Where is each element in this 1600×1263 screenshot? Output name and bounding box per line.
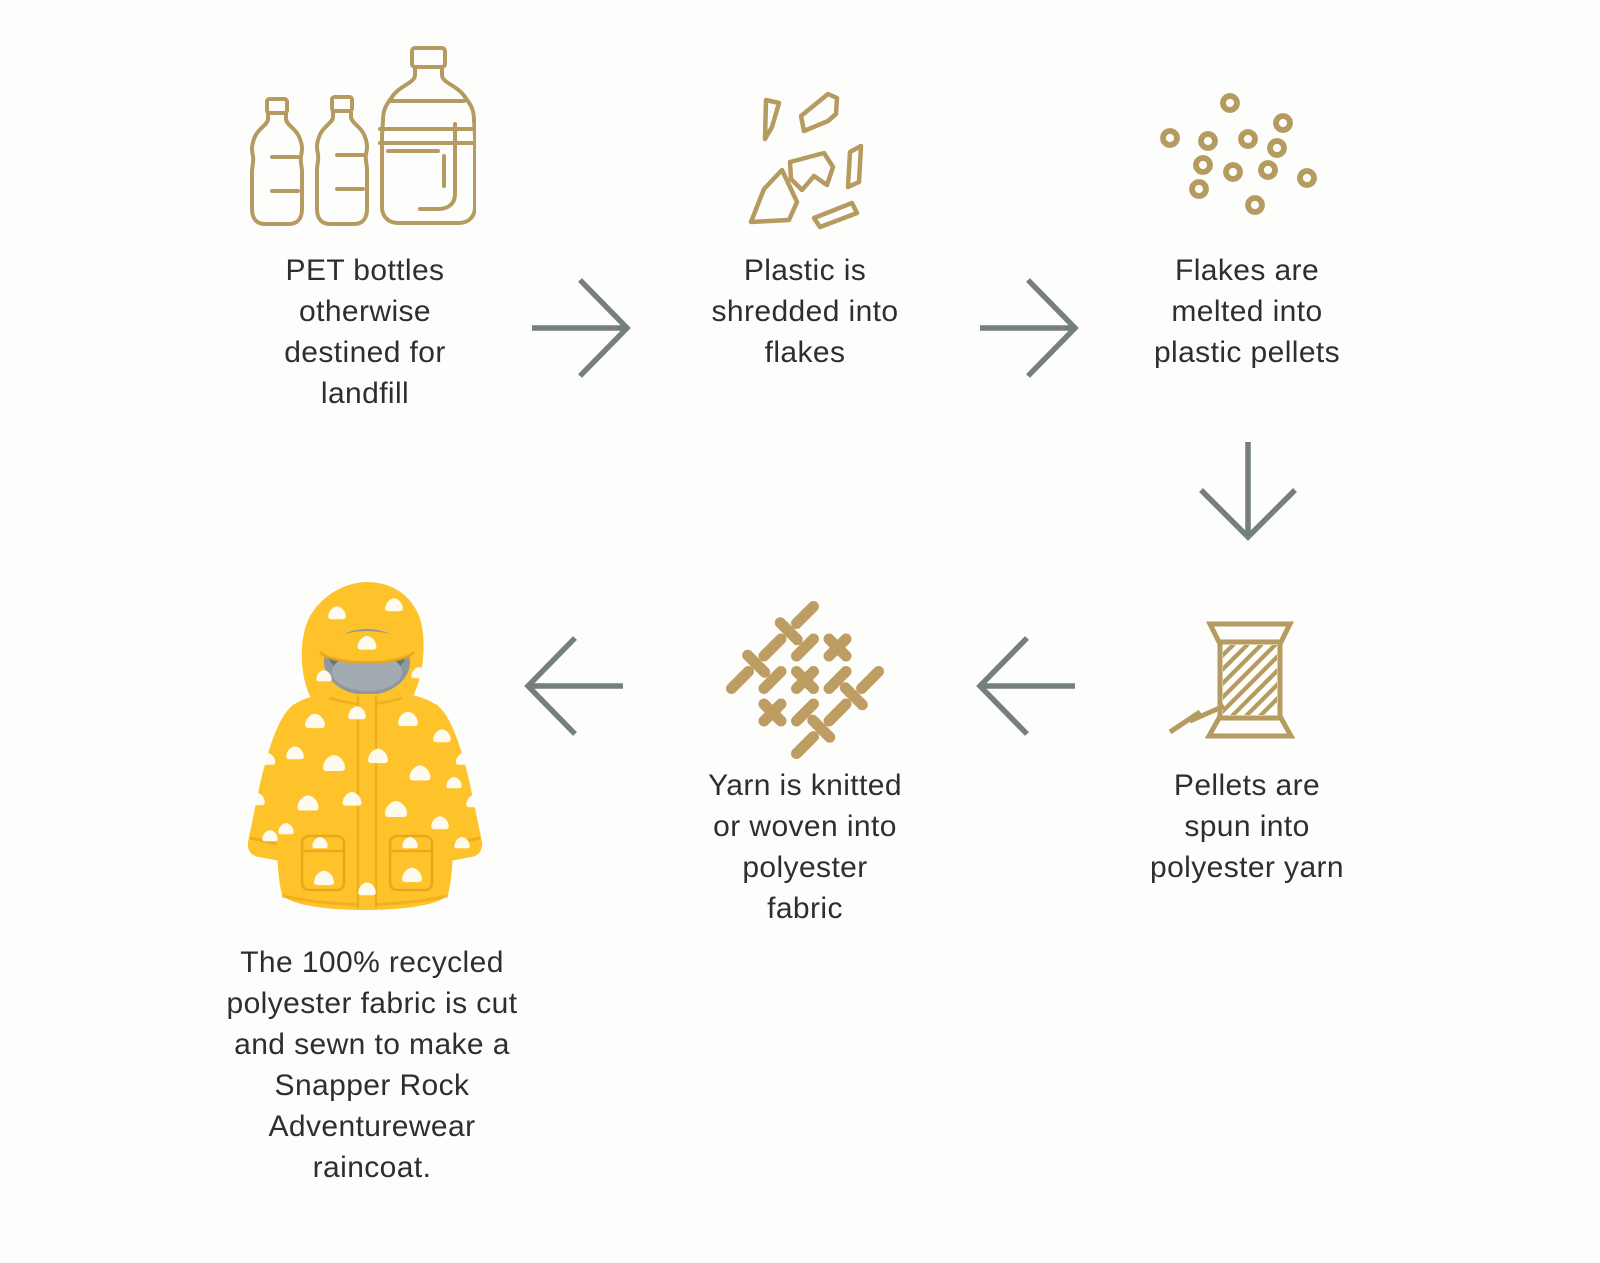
step-label-pet-bottles: PET bottles otherwise destined for landf…	[284, 254, 446, 410]
arrow-right-icon	[532, 278, 631, 378]
arrow-right-icon	[980, 278, 1079, 378]
plastic-pellets-icon	[1160, 93, 1317, 215]
arrow-left-icon	[524, 636, 623, 736]
pet-bottles-icon	[249, 46, 476, 226]
step-label-pellets: Flakes are melted into plastic pellets	[1153, 254, 1341, 369]
woven-fabric-icon	[725, 600, 885, 760]
step-label-flakes: Plastic is shredded into flakes	[711, 254, 899, 369]
arrow-down-icon	[1199, 442, 1297, 541]
raincoat-image	[247, 582, 484, 910]
arrow-left-icon	[976, 636, 1075, 736]
step-label-raincoat: The 100% recycled polyester fabric is cu…	[226, 946, 518, 1184]
step-label-yarn: Pellets are spun into polyester yarn	[1149, 769, 1345, 884]
step-label-fabric: Yarn is knitted or woven into polyester …	[708, 769, 902, 925]
plastic-flakes-icon	[748, 91, 864, 230]
yarn-spool-icon	[1168, 621, 1296, 739]
